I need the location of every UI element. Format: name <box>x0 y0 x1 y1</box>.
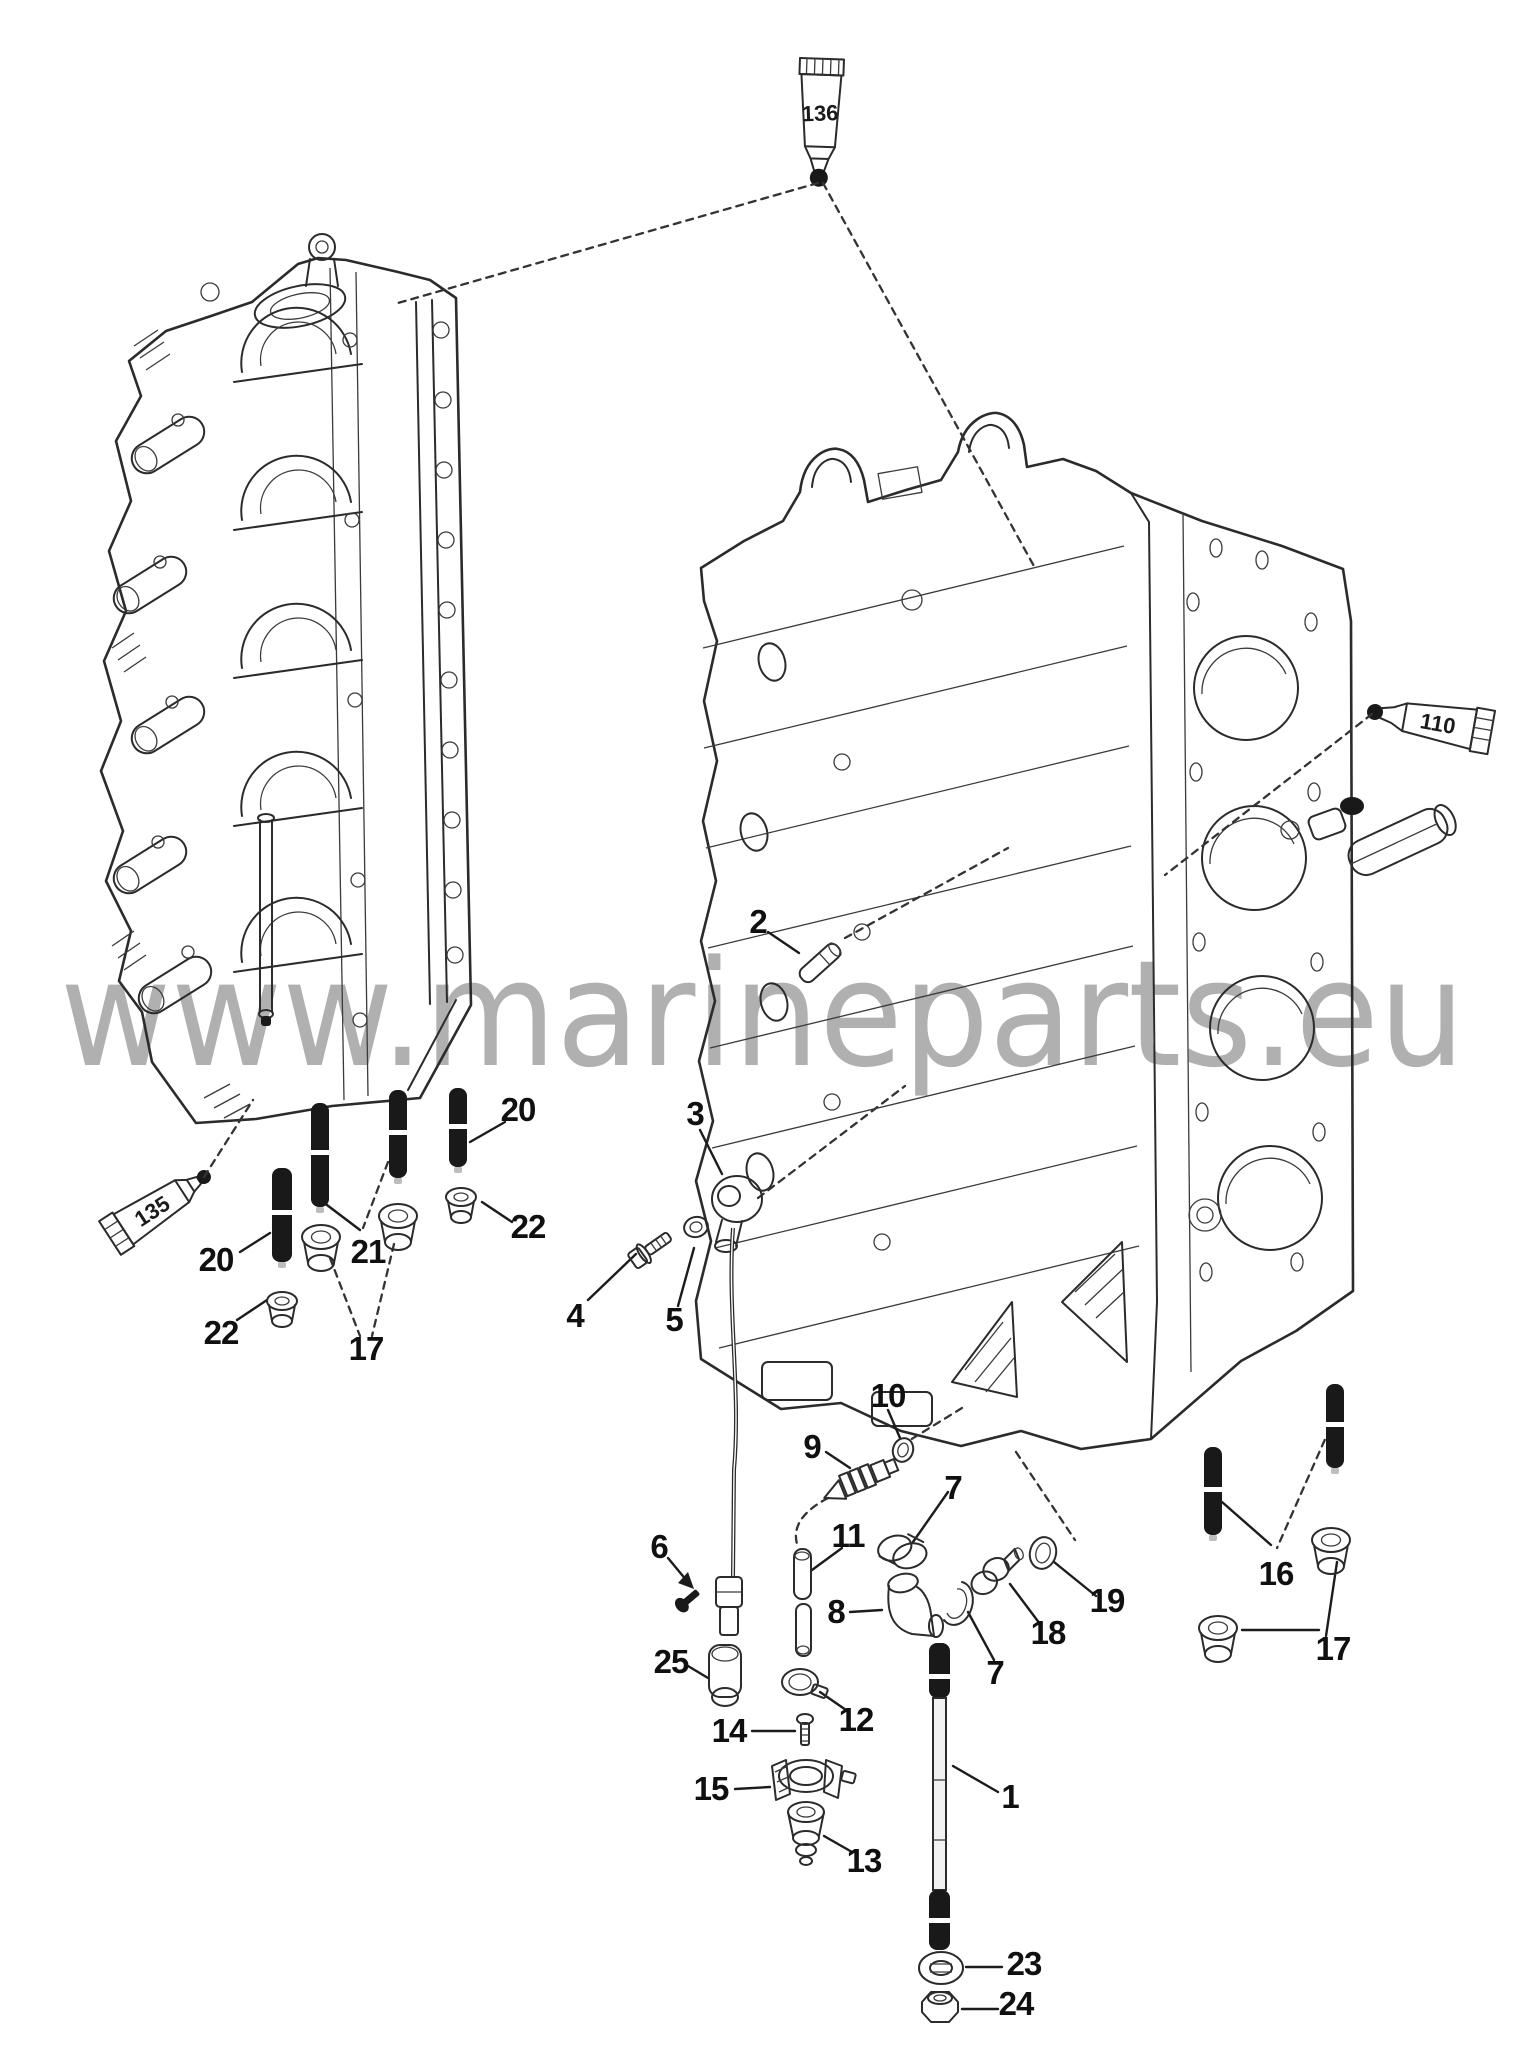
part-plug-22-left-a <box>445 1187 477 1224</box>
part-number-label: 4 <box>566 1297 584 1334</box>
part-bolt-14 <box>796 1713 814 1746</box>
part-number-label: 14 <box>711 1712 748 1749</box>
part-number-label: 1 <box>1001 1778 1019 1815</box>
part-stud-21b <box>389 1090 407 1184</box>
callout-leader-lines <box>235 930 1339 2011</box>
part-number-label: 22 <box>510 1208 547 1245</box>
dashed-leader-lines <box>202 181 1374 1550</box>
part-number-label: 3 <box>686 1095 704 1132</box>
part-elbow-8 <box>887 1572 944 1638</box>
part-clamp-7b <box>943 1581 974 1626</box>
part-number-label: 21 <box>350 1233 387 1270</box>
part-tube-11 <box>793 1548 812 1657</box>
part-number-label: 17 <box>348 1330 385 1367</box>
part-number-label: 22 <box>203 1314 240 1351</box>
part-plug-22-left-b <box>266 1291 298 1328</box>
part-stud-20b <box>449 1088 467 1173</box>
lifting-eye <box>308 233 336 261</box>
part-number-label: 19 <box>1089 1582 1126 1619</box>
part-fitting-18 <box>970 1547 1024 1596</box>
part-number-label: 11 <box>831 1517 866 1554</box>
part-number-label: 5 <box>665 1301 683 1338</box>
part-number-label: 6 <box>650 1528 668 1565</box>
oil-tube <box>257 813 275 1026</box>
part-number-label: 12 <box>838 1701 875 1738</box>
part-number-label: 24 <box>998 1985 1035 2022</box>
part-fitting-9 <box>823 1458 900 1500</box>
part-sleeve-25 <box>708 1644 742 1707</box>
part-number-label: 17 <box>1315 1630 1352 1667</box>
part-number-label: 15 <box>693 1770 730 1807</box>
part-number-label: 10 <box>870 1377 907 1414</box>
part-stud-20a <box>272 1168 292 1268</box>
part-clamp-12 <box>781 1668 829 1699</box>
part-sleeve-7a <box>877 1533 928 1570</box>
face-bolt-holes <box>151 332 368 1028</box>
part-bolt-4 <box>627 1232 672 1269</box>
arrowhead <box>678 1572 694 1589</box>
part-grommet-17-right-b <box>1198 1615 1238 1663</box>
part-number-label: 18 <box>1030 1614 1067 1651</box>
part-number-label: 7 <box>986 1654 1004 1691</box>
part-number-label: 2 <box>749 903 767 940</box>
part-number-label: 7 <box>944 1469 962 1506</box>
tube-135-label: 135 <box>130 1191 174 1232</box>
part-oring-10 <box>891 1437 915 1463</box>
left-engine-block-drawing <box>99 233 473 1125</box>
part-nut-24 <box>921 1991 959 2023</box>
part-grommet-17-right-a <box>1311 1527 1351 1575</box>
sealant-tube-136: 136 <box>798 57 845 187</box>
part-number-label: 16 <box>1258 1555 1295 1592</box>
crank-throws <box>112 415 213 1015</box>
part-oring-19 <box>1028 1536 1058 1570</box>
part-washer-5 <box>683 1215 709 1239</box>
part-grommet-17-left-a <box>301 1224 341 1272</box>
tube-136-label: 136 <box>801 100 839 126</box>
part-number-label: 25 <box>653 1643 690 1680</box>
hatching <box>133 329 171 371</box>
water-ports <box>739 589 1222 1251</box>
side-bracket <box>1280 797 1457 877</box>
part-number-label: 23 <box>1006 1945 1043 1982</box>
part-stud-21a <box>311 1103 329 1213</box>
part-bracket-15 <box>771 1759 857 1801</box>
part-number-label: 8 <box>827 1593 845 1630</box>
sealant-tube-110: 110 <box>1367 702 1497 756</box>
part-stud-16b <box>1326 1384 1344 1474</box>
part-number-label: 20 <box>500 1091 537 1128</box>
part-stud-1 <box>929 1643 950 1950</box>
flange-bolt-holes <box>432 321 464 964</box>
part-washer-23 <box>918 1951 964 1985</box>
part-sensor-3 <box>711 1175 763 1636</box>
tube-110-label: 110 <box>1418 708 1457 739</box>
watermark-text: www.marineparts.eu <box>60 929 1465 1100</box>
part-screw-6 <box>674 1589 700 1613</box>
bottom-webs <box>761 1241 1128 1427</box>
part-dowel-pin-2 <box>798 942 842 984</box>
part-stud-16a <box>1204 1447 1222 1541</box>
bearing-saddles <box>233 306 363 973</box>
part-plug-13 <box>787 1801 825 1866</box>
part-number-label: 9 <box>803 1428 821 1465</box>
part-number-label: 13 <box>846 1842 883 1879</box>
part-number-label: 20 <box>198 1241 235 1278</box>
gasket-holes <box>1186 538 1326 1282</box>
